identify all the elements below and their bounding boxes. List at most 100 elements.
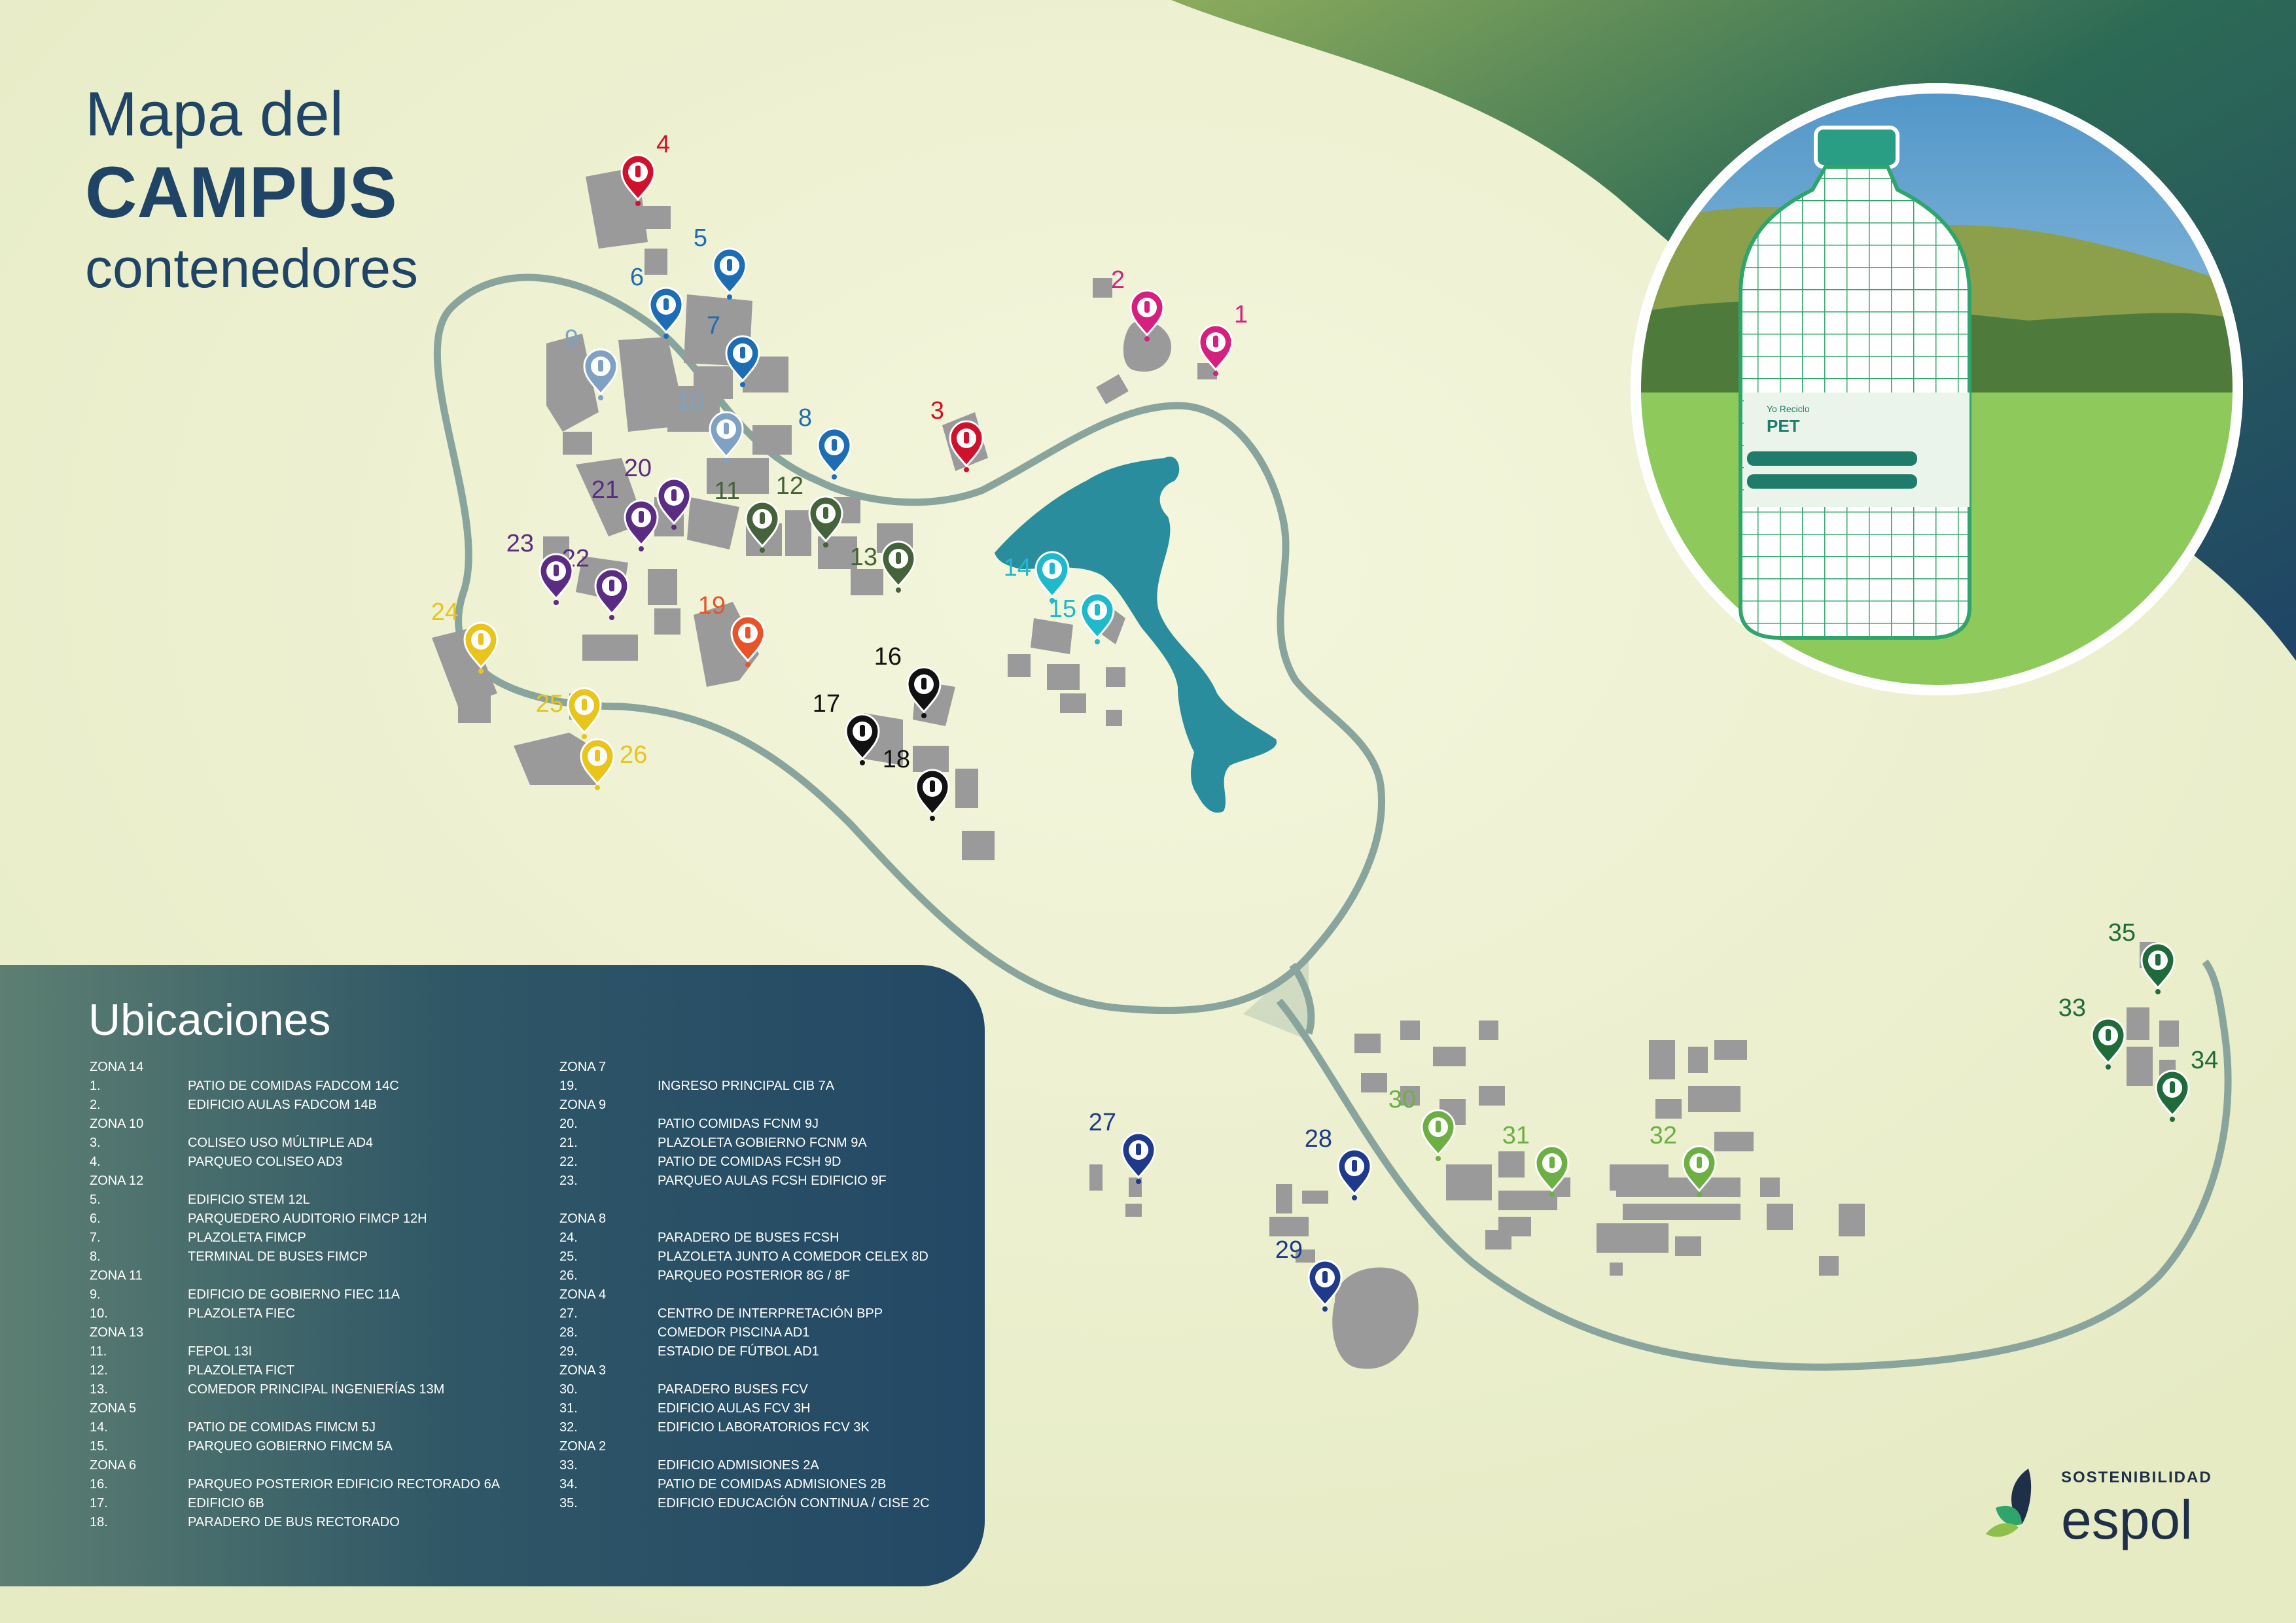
page-title: Mapa del CAMPUS contenedores [85,79,418,301]
location-number: ZONA 7 [559,1060,607,1074]
bin-marker-35[interactable]: 35 [2108,919,2176,994]
location-row [559,1191,965,1210]
location-row: ZONA 11 [90,1266,548,1285]
marker-dot [609,615,614,620]
marker-number: 25 [536,690,563,718]
locations-heading: Ubicaciones [88,995,331,1045]
marker-dot [663,334,669,339]
location-row: 13.COMEDOR PRINCIPAL INGENIERÍAS 13M [90,1380,548,1399]
bin-marker-34[interactable]: 34 [2155,1047,2218,1122]
marker-dot [1549,1192,1555,1197]
bin-marker-10[interactable]: 10 [677,388,744,463]
bottle-icon [635,166,641,177]
marker-dot [478,669,484,674]
location-row: 18.PARADERO DE BUS RECTORADO [90,1513,548,1532]
marker-number: 11 [715,478,740,505]
marker-number: 27 [1089,1109,1116,1136]
bin-marker-14[interactable]: 14 [1004,551,1070,603]
bin-marker-9[interactable]: 9 [565,325,618,400]
marker-dot [1352,1195,1357,1200]
location-name: PARQUEO POSTERIOR 8G / 8F [658,1268,851,1283]
bin-marker-25[interactable]: 25 [536,687,602,739]
marker-dot [554,600,559,605]
marker-number: 6 [630,264,644,291]
bin-marker-6[interactable]: 6 [630,264,684,339]
location-number: 4. [90,1155,101,1169]
bin-marker-24[interactable]: 24 [431,599,499,674]
bottle-icon [2155,954,2161,966]
bin-marker-21[interactable]: 21 [592,476,659,551]
location-name: EDIFICIO 6B [188,1496,264,1510]
bin-marker-20[interactable]: 20 [624,455,692,530]
location-row: 16.PARQUEO POSTERIOR EDIFICIO RECTORADO … [90,1475,548,1494]
location-number: 22. [559,1155,578,1169]
location-name: COMEDOR PISCINA AD1 [658,1325,810,1340]
bin-marker-26[interactable]: 26 [580,738,647,790]
brand-name: espol [2061,1489,2193,1550]
bin-marker-30[interactable]: 30 [1388,1086,1456,1161]
bin-marker-5[interactable]: 5 [694,224,747,300]
bin-marker-13[interactable]: 13 [850,540,916,593]
location-number: 31. [559,1401,578,1416]
location-name: CENTRO DE INTERPRETACIÓN BPP [658,1306,883,1321]
marker-dot [740,382,745,387]
bottle-icon [2170,1081,2175,1093]
bottle-icon [671,489,677,501]
marker-dot [1436,1156,1441,1161]
marker-dot [671,525,677,530]
bottle-icon [478,633,484,645]
location-name: EDIFICIO AULAS FCV 3H [658,1401,811,1416]
bin-marker-29[interactable]: 29 [1275,1236,1343,1312]
marker-number: 8 [798,404,812,432]
location-row: ZONA 12 [90,1172,548,1191]
location-row: 23.PARQUEO AULAS FCSH EDIFICIO 9F [559,1172,965,1191]
bin-marker-31[interactable]: 31 [1502,1122,1570,1197]
location-number: ZONA 5 [90,1401,137,1416]
lake [995,457,1277,813]
bin-marker-12[interactable]: 12 [776,472,843,548]
location-row: 27.CENTRO DE INTERPRETACIÓN BPP [559,1304,965,1323]
location-number: 20. [559,1117,578,1131]
bin-marker-16[interactable]: 16 [874,643,942,718]
location-name: ESTADIO DE FÚTBOL AD1 [658,1344,819,1359]
location-row: ZONA 9 [559,1096,965,1115]
marker-dot [745,662,751,667]
bin-marker-33[interactable]: 33 [2058,994,2126,1070]
location-row: 31. EDIFICIO AULAS FCV 3H [559,1399,965,1418]
location-number: 21. [559,1136,578,1150]
location-number: 7. [90,1230,101,1245]
location-number: 32. [559,1420,578,1435]
bin-marker-15[interactable]: 15 [1049,592,1115,644]
bin-marker-32[interactable]: 32 [1650,1122,1717,1197]
marker-dot [1322,1306,1328,1312]
location-number: 29. [559,1344,578,1359]
marker-dot [930,816,935,821]
bin-marker-11[interactable]: 11 [715,478,780,553]
bin-marker-4[interactable]: 4 [620,131,670,206]
bottle-icon [663,298,669,310]
location-number: 5. [90,1193,101,1207]
location-number: 35. [559,1496,578,1510]
bin-marker-2[interactable]: 2 [1111,266,1165,341]
bin-marker-18[interactable]: 18 [883,746,950,821]
bin-marker-3[interactable]: 3 [930,397,984,472]
poster-brand: Yo Reciclo [1767,404,1810,414]
location-number: 18. [90,1515,108,1529]
bin-marker-8[interactable]: 8 [798,404,852,480]
bin-marker-17[interactable]: 17 [813,690,880,765]
bin-marker-7[interactable]: 7 [707,312,760,387]
location-name: PARQUEO GOBIERNO FIMCM 5A [188,1439,393,1454]
bin-marker-23[interactable]: 23 [506,530,574,605]
bin-marker-22[interactable]: 22 [562,545,629,620]
location-number: 26. [559,1268,578,1283]
bottle-icon [745,627,751,638]
bin-marker-28[interactable]: 28 [1305,1125,1372,1200]
bin-marker-27[interactable]: 27 [1089,1109,1156,1184]
location-name: EDIFICIO AULAS FADCOM 14B [188,1098,377,1112]
location-number: 15. [90,1439,108,1454]
location-number: 8. [90,1249,101,1264]
bin-marker-1[interactable]: 1 [1198,301,1248,376]
bin-marker-19[interactable]: 19 [698,592,766,667]
location-name: PARQUEDERO AUDITORIO FIMCP 12H [188,1212,427,1226]
